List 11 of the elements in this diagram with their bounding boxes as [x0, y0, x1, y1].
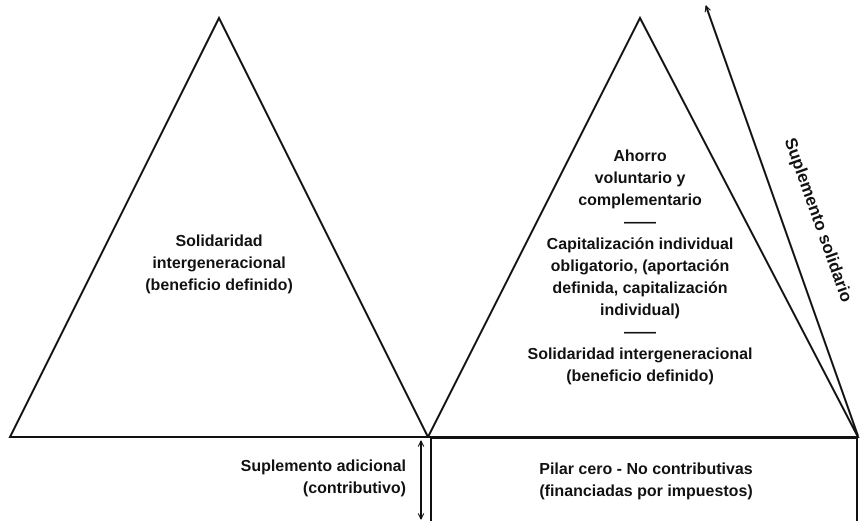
separator-dash: —— [624, 323, 656, 343]
triangle-text: Solidaridad intergeneracional (beneficio definido) [526, 345, 754, 387]
box-text: Pilar cero - No contributivas (financiadas por impuestos) [538, 460, 754, 502]
triangle-text: Capitalización individual obligatorio, (aportación definida, capitalización individual) [546, 235, 734, 321]
separator-dash: —— [624, 213, 656, 233]
base-box [430, 437, 858, 521]
triangle-text: Solidaridad intergeneracional (beneficio definido) [144, 232, 294, 296]
pyramid-triangle [426, 16, 860, 439]
pyramid-triangle [8, 16, 430, 439]
bottom-label: Suplemento adicional (contributivo) [240, 457, 406, 499]
triangle-text: Ahorro voluntario y complementario [578, 147, 702, 211]
